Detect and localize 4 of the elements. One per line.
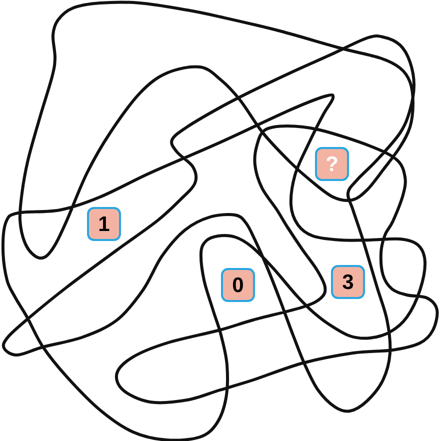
number-tile: 3 xyxy=(331,265,365,299)
number-tile: 0 xyxy=(221,268,255,302)
number-tile: 1 xyxy=(87,207,121,241)
number-tile: ? xyxy=(315,147,349,181)
